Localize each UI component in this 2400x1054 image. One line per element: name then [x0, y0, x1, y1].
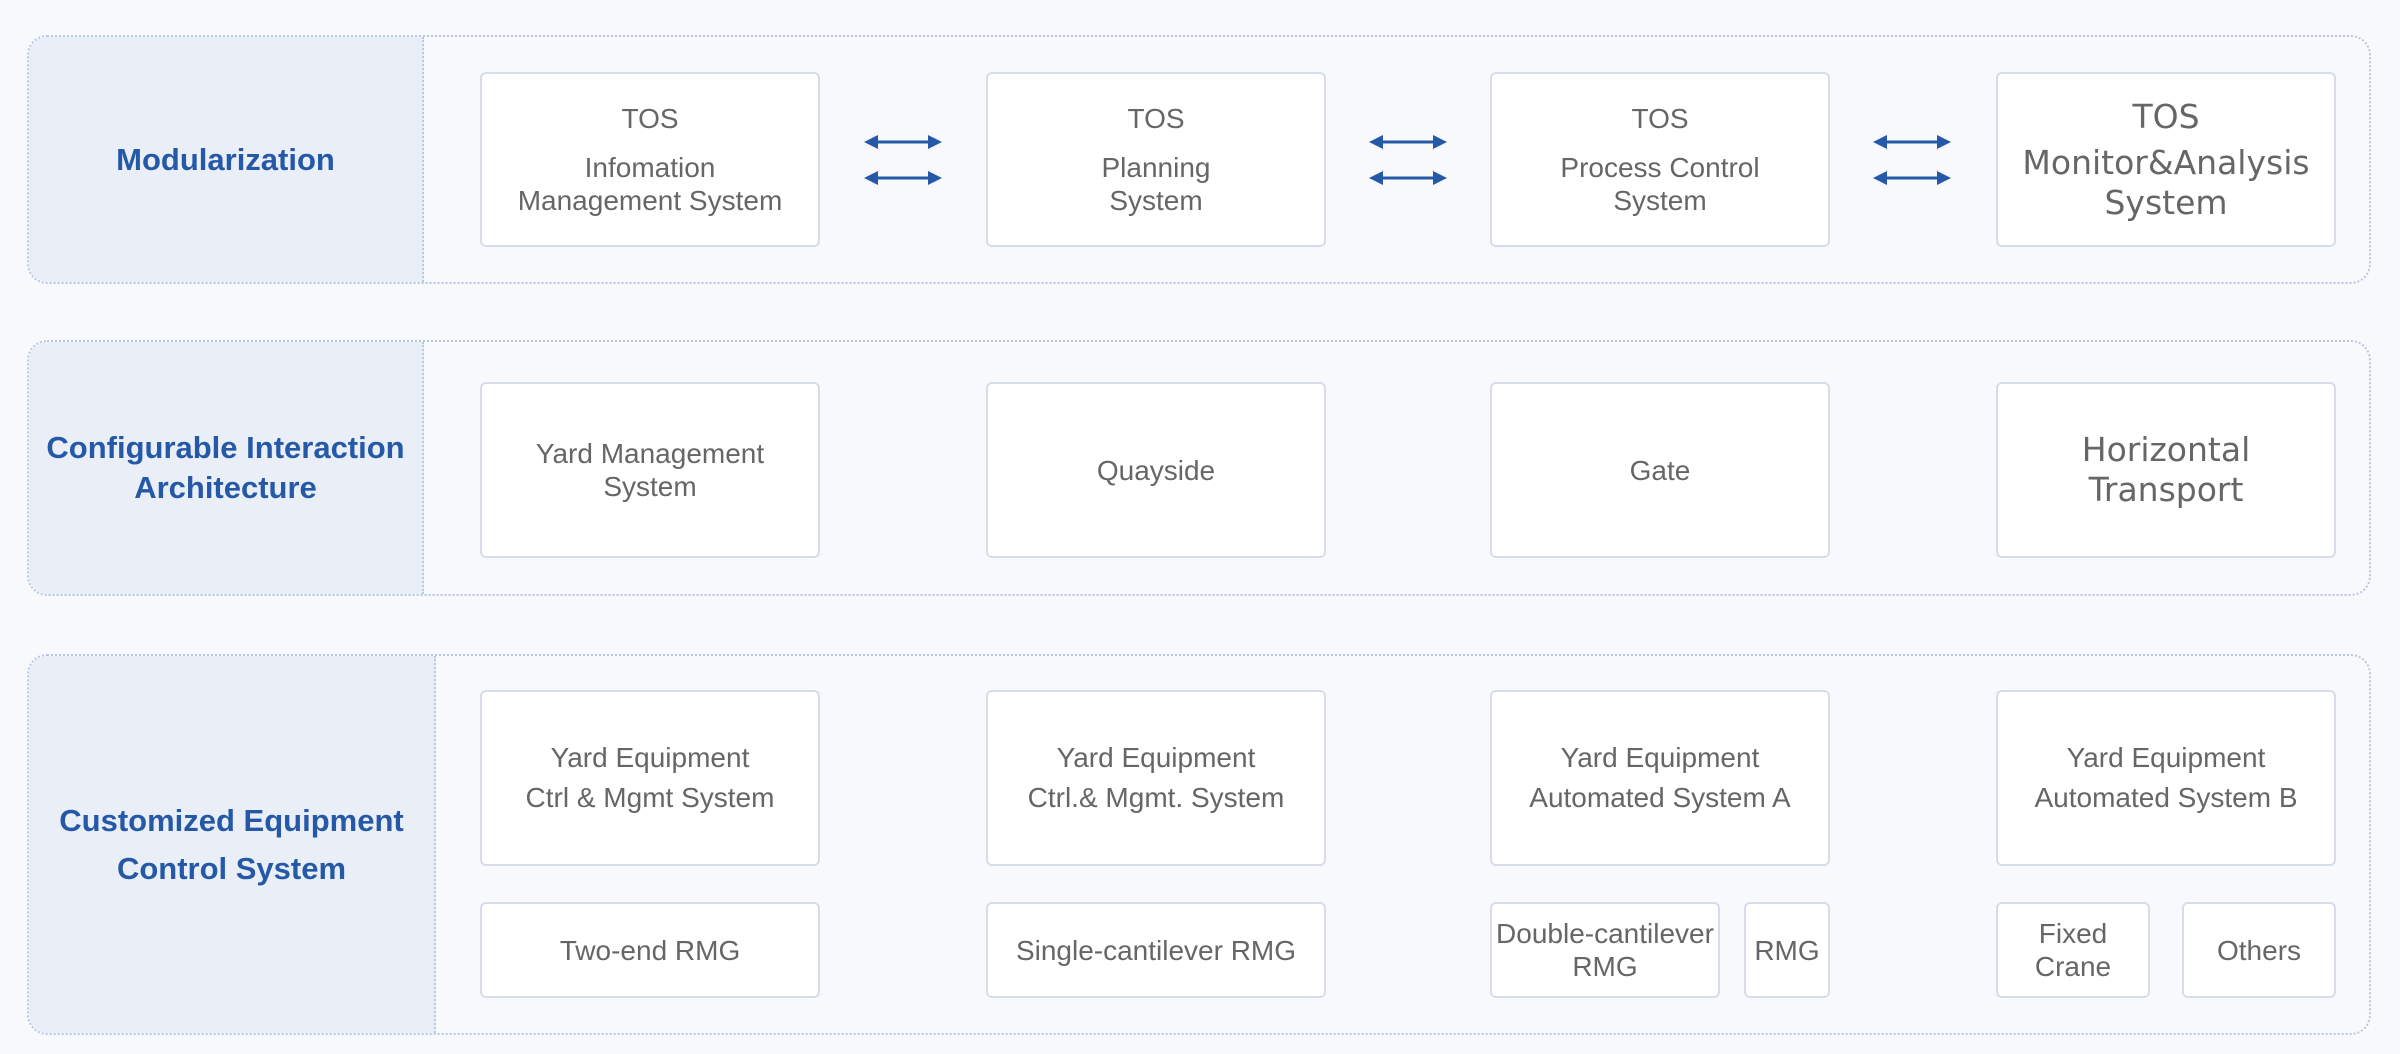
box-line: System [1109, 185, 1203, 216]
box-line: Yard Equipment [2066, 742, 2266, 773]
box-line: Monitor&Analysis [2022, 142, 2310, 182]
quayside-box: Quayside [986, 382, 1326, 558]
box-line: Horizontal [2081, 430, 2251, 469]
box-line: Process Control [1560, 152, 1760, 183]
bidirectional-arrow-icon [864, 135, 942, 149]
box-line: RMG [1754, 934, 1820, 966]
tos-process-control-box: TOS Process Control System [1490, 72, 1830, 247]
box-line: TOS [1127, 103, 1185, 134]
box-line: Planning [1101, 152, 1211, 183]
box-line: System [603, 471, 697, 502]
yard-equipment-automated-b-box: Yard Equipment Automated System B [1996, 690, 2336, 866]
box-line: Crane [2034, 951, 2112, 982]
gate-box: Gate [1490, 382, 1830, 558]
box-line: Automated System B [2034, 782, 2298, 813]
box-line: Others [2216, 934, 2302, 966]
box-line: TOS [1631, 103, 1689, 134]
tos-monitor-analysis-box: TOS Monitor&Analysis System [1996, 72, 2336, 247]
box-line: Management System [517, 185, 783, 216]
box-line: System [2104, 182, 2228, 222]
bidirectional-arrow-icon [1369, 135, 1447, 149]
tos-information-management-box: TOS Infomation Management System [480, 72, 820, 247]
box-line: Ctrl.& Mgmt. System [1027, 782, 1285, 813]
box-line: Yard Equipment [1560, 742, 1760, 773]
section-title: Configurable Interaction [46, 430, 405, 465]
bidirectional-arrow-icon [1873, 135, 1951, 149]
box-line: System [1613, 185, 1707, 216]
box-line: Fixed [2038, 918, 2108, 949]
rmg-box: RMG [1744, 902, 1830, 998]
box-line: Yard Management [535, 438, 765, 469]
modularization-label: Modularization [29, 37, 424, 282]
bidirectional-arrow-icon [864, 171, 942, 185]
box-line: Quayside [1096, 454, 1216, 486]
box-line: Automated System A [1529, 782, 1791, 813]
box-line: Yard Equipment [1056, 742, 1256, 773]
box-line: Ctrl & Mgmt System [525, 782, 775, 813]
box-line: TOS [2132, 96, 2200, 136]
fixed-crane-box: Fixed Crane [1996, 902, 2150, 998]
box-line: Gate [1629, 454, 1691, 486]
bidirectional-arrow-icon [1873, 171, 1951, 185]
yard-management-system-box: Yard Management System [480, 382, 820, 558]
box-line: Infomation [584, 152, 716, 183]
section-title: Architecture [134, 470, 317, 505]
double-cantilever-rmg-box: Double-cantilever RMG [1490, 902, 1720, 998]
section-title: Customized Equipment [59, 802, 404, 838]
box-line: Two-end RMG [559, 934, 741, 966]
single-cantilever-rmg-box: Single-cantilever RMG [986, 902, 1326, 998]
box-line: Yard Equipment [550, 742, 750, 773]
box-line: Transport [2088, 470, 2244, 509]
box-line: Single-cantilever RMG [1015, 934, 1297, 966]
bidirectional-arrow-icon [1369, 171, 1447, 185]
yard-equipment-ctrl-mgmt-dot-box: Yard Equipment Ctrl.& Mgmt. System [986, 690, 1326, 866]
others-box: Others [2182, 902, 2336, 998]
configurable-interaction-label: Configurable Interaction Architecture [29, 342, 424, 594]
tos-planning-box: TOS Planning System [986, 72, 1326, 247]
box-line: TOS [621, 103, 679, 134]
box-line: RMG [1572, 951, 1638, 982]
box-line: Double-cantilever [1496, 918, 1714, 949]
customized-equipment-label: Customized Equipment Control System [29, 656, 436, 1033]
two-end-rmg-box: Two-end RMG [480, 902, 820, 998]
horizontal-transport-box: Horizontal Transport [1996, 382, 2336, 558]
section-title: Control System [116, 850, 347, 886]
yard-equipment-automated-a-box: Yard Equipment Automated System A [1490, 690, 1830, 866]
yard-equipment-ctrl-mgmt-box: Yard Equipment Ctrl & Mgmt System [480, 690, 820, 866]
section-title: Modularization [116, 141, 335, 177]
